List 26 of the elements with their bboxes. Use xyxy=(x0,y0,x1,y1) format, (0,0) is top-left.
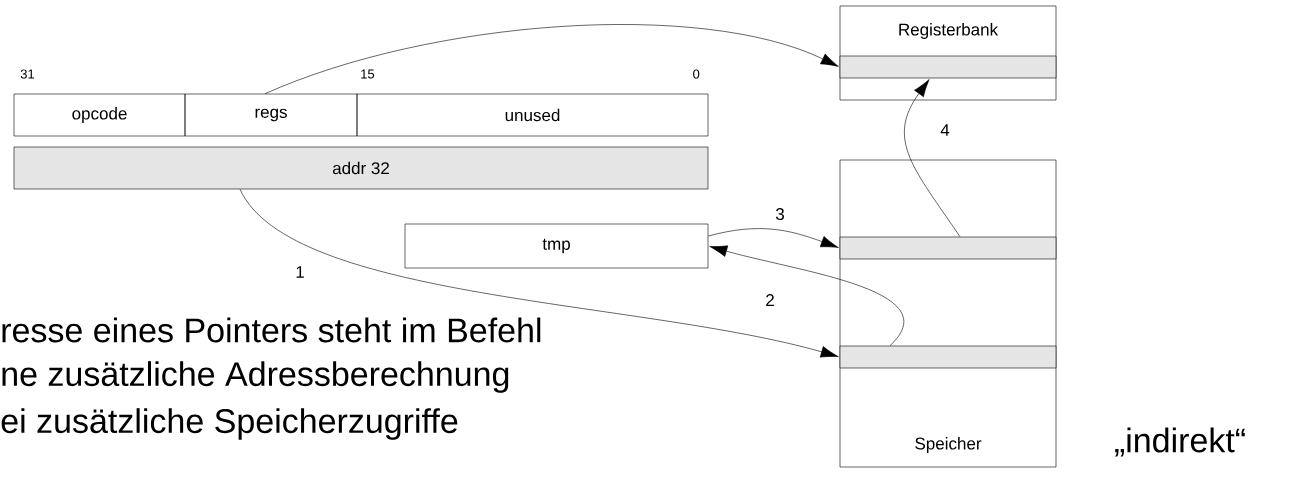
field-box: regs xyxy=(184,93,358,137)
edge-label: 2 xyxy=(764,293,776,307)
memory-cell xyxy=(839,55,1057,79)
edge-label: 3 xyxy=(774,207,786,221)
bit-number: 31 xyxy=(20,69,35,79)
field-box: addr 32 xyxy=(13,146,709,190)
arrow xyxy=(264,24,839,94)
edge-label: 4 xyxy=(939,123,951,137)
note-text: resse eines Pointers steht im Befehl xyxy=(2,317,541,343)
note-text: ne zusätzliche Adressberechnung xyxy=(2,361,509,393)
field-box: unused xyxy=(356,93,709,137)
bit-number: 0 xyxy=(693,69,700,79)
memory-box: Speicher xyxy=(839,159,1057,468)
quote-text: „indirekt“ xyxy=(1115,427,1245,457)
memory-cell xyxy=(839,345,1057,369)
edge-label: 1 xyxy=(294,265,306,279)
field-box: opcode xyxy=(13,93,186,137)
arrow xyxy=(709,245,905,346)
arrow xyxy=(239,189,839,358)
register-box: tmp xyxy=(404,223,709,269)
memory-cell xyxy=(839,236,1057,260)
bit-number: 15 xyxy=(361,69,375,79)
arrow xyxy=(708,228,839,248)
arrow xyxy=(904,79,961,237)
note-text: ei zusätzliche Speicherzugriffe xyxy=(1,408,458,440)
register-bank: Registerbank xyxy=(839,5,1057,101)
